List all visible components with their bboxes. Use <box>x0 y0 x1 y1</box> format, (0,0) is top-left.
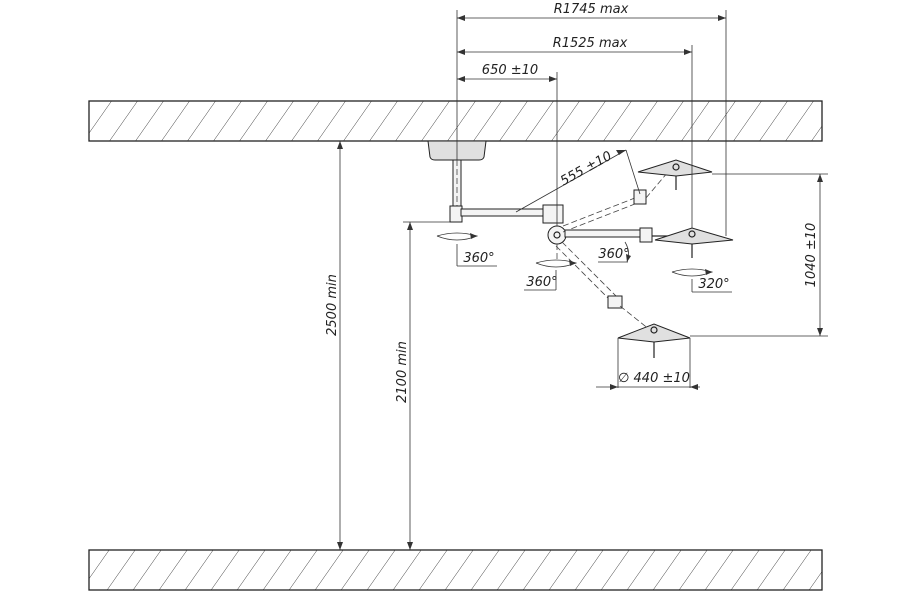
rotation-lamp-text: 320° <box>698 277 729 292</box>
ceiling-slab <box>88 100 823 142</box>
dim-650: 650 ±10 <box>457 63 558 226</box>
dim-2100: 2100 min <box>395 221 450 550</box>
rotation-elbow-text: 360° <box>598 247 629 262</box>
rotation-joint: 360° <box>524 259 578 291</box>
dim-r1745: R1745 max <box>456 2 727 236</box>
rotation-central: 360° <box>436 232 497 267</box>
spring-arm-lower <box>555 241 651 331</box>
dim-555: 555 ±10 <box>515 149 641 213</box>
dim-650-text: 650 ±10 <box>482 63 538 78</box>
rotation-lamp: 320° <box>671 268 732 293</box>
dim-2100-text: 2100 min <box>395 341 410 403</box>
spring-arm-middle <box>564 227 653 243</box>
central-joint <box>542 204 567 262</box>
lamp-head-lower <box>617 323 691 388</box>
extension-arm <box>449 205 546 223</box>
lamp-head-middle <box>652 227 734 258</box>
rotation-elbow: 360° <box>598 241 631 263</box>
dim-555-text: 555 ±10 <box>558 149 615 189</box>
floor-slab <box>88 549 823 591</box>
dim-440: ∅ 440 ±10 <box>596 371 700 390</box>
dim-r1745-text: R1745 max <box>554 2 629 17</box>
dim-r1525-text: R1525 max <box>553 36 628 51</box>
spring-arm-upper <box>562 189 647 233</box>
lamp-head-upper <box>637 159 713 199</box>
dim-2500-text: 2500 min <box>325 274 340 336</box>
rotation-central-text: 360° <box>463 251 494 266</box>
dim-r1525: R1525 max <box>457 36 693 228</box>
dim-1040: 1040 ±10 <box>690 173 828 337</box>
dim-1040-text: 1040 ±10 <box>804 223 819 288</box>
dim-2500: 2500 min <box>325 141 343 550</box>
rotation-joint-text: 360° <box>526 275 557 290</box>
dim-440-text: ∅ 440 ±10 <box>618 371 690 386</box>
